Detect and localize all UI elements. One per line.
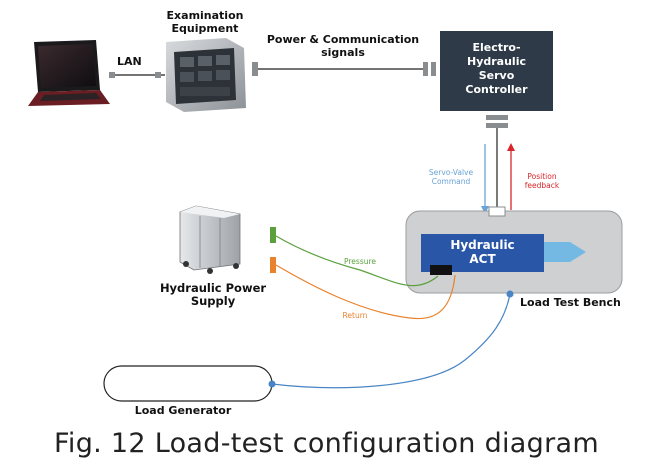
servo-controller-label: Electro- Hydraulic Servo Controller xyxy=(440,41,553,97)
power-communication-line1: Power & Communication xyxy=(266,33,420,46)
servo-controller-line2: Hydraulic xyxy=(467,55,526,68)
position-feedback-line2: feedback xyxy=(524,181,560,190)
return-port xyxy=(270,257,276,273)
pressure-port xyxy=(270,227,276,243)
load-test-bench-label: Load Test Bench xyxy=(520,296,621,309)
servo-valve-command-line1: Servo-Valve xyxy=(428,168,474,177)
hydraulic-act-line1: Hydraulic xyxy=(450,238,515,252)
power-communication-line2: signals xyxy=(321,46,365,59)
power-communication-link xyxy=(252,62,436,76)
servo-valve-command-label: Servo-Valve Command xyxy=(422,168,480,186)
hydraulic-power-supply-label: Hydraulic Power Supply xyxy=(148,282,278,308)
position-feedback-arrow xyxy=(507,143,515,210)
position-feedback-line1: Position xyxy=(527,172,557,181)
bench-node xyxy=(506,290,514,298)
load-generator-node xyxy=(268,380,276,388)
servo-controller-box xyxy=(440,31,553,111)
laptop-icon xyxy=(28,40,110,106)
act-rod xyxy=(544,242,586,262)
servo-controller-line1: Electro- xyxy=(472,41,521,54)
figure-caption: Fig. 12 Load-test configuration diagram xyxy=(54,428,599,459)
controller-connector xyxy=(486,115,508,214)
load-generator-box xyxy=(103,365,273,402)
servo-valve-command-arrow xyxy=(481,144,489,214)
hydraulic-power-supply-line2: Supply xyxy=(190,294,236,308)
position-feedback-label: Position feedback xyxy=(515,172,569,190)
hydraulic-power-supply-line1: Hydraulic Power xyxy=(159,281,267,295)
load-line xyxy=(271,293,511,389)
act-port xyxy=(430,265,452,275)
examination-equipment-icon xyxy=(166,38,246,112)
load-generator-label: Load Generator xyxy=(134,404,232,417)
lan-label: LAN xyxy=(117,55,142,68)
bench-connector xyxy=(488,206,506,217)
examination-equipment-line1: Examination xyxy=(166,9,244,22)
return-label: Return xyxy=(342,311,368,320)
hydraulic-power-supply-icon xyxy=(179,205,241,274)
pressure-label: Pressure xyxy=(343,257,377,266)
lan-link xyxy=(109,72,165,78)
servo-controller-line3: Servo xyxy=(478,69,515,82)
examination-equipment-line2: Equipment xyxy=(171,22,239,35)
servo-controller-line4: Controller xyxy=(465,83,528,96)
return-hose xyxy=(275,264,456,320)
hydraulic-act-line2: ACT xyxy=(469,252,496,266)
pressure-hose xyxy=(275,235,439,287)
servo-valve-command-line2: Command xyxy=(431,177,471,186)
hydraulic-act-label: Hydraulic ACT xyxy=(421,238,544,266)
power-communication-label: Power & Communication signals xyxy=(258,33,428,59)
examination-equipment-label: Examination Equipment xyxy=(150,9,260,35)
